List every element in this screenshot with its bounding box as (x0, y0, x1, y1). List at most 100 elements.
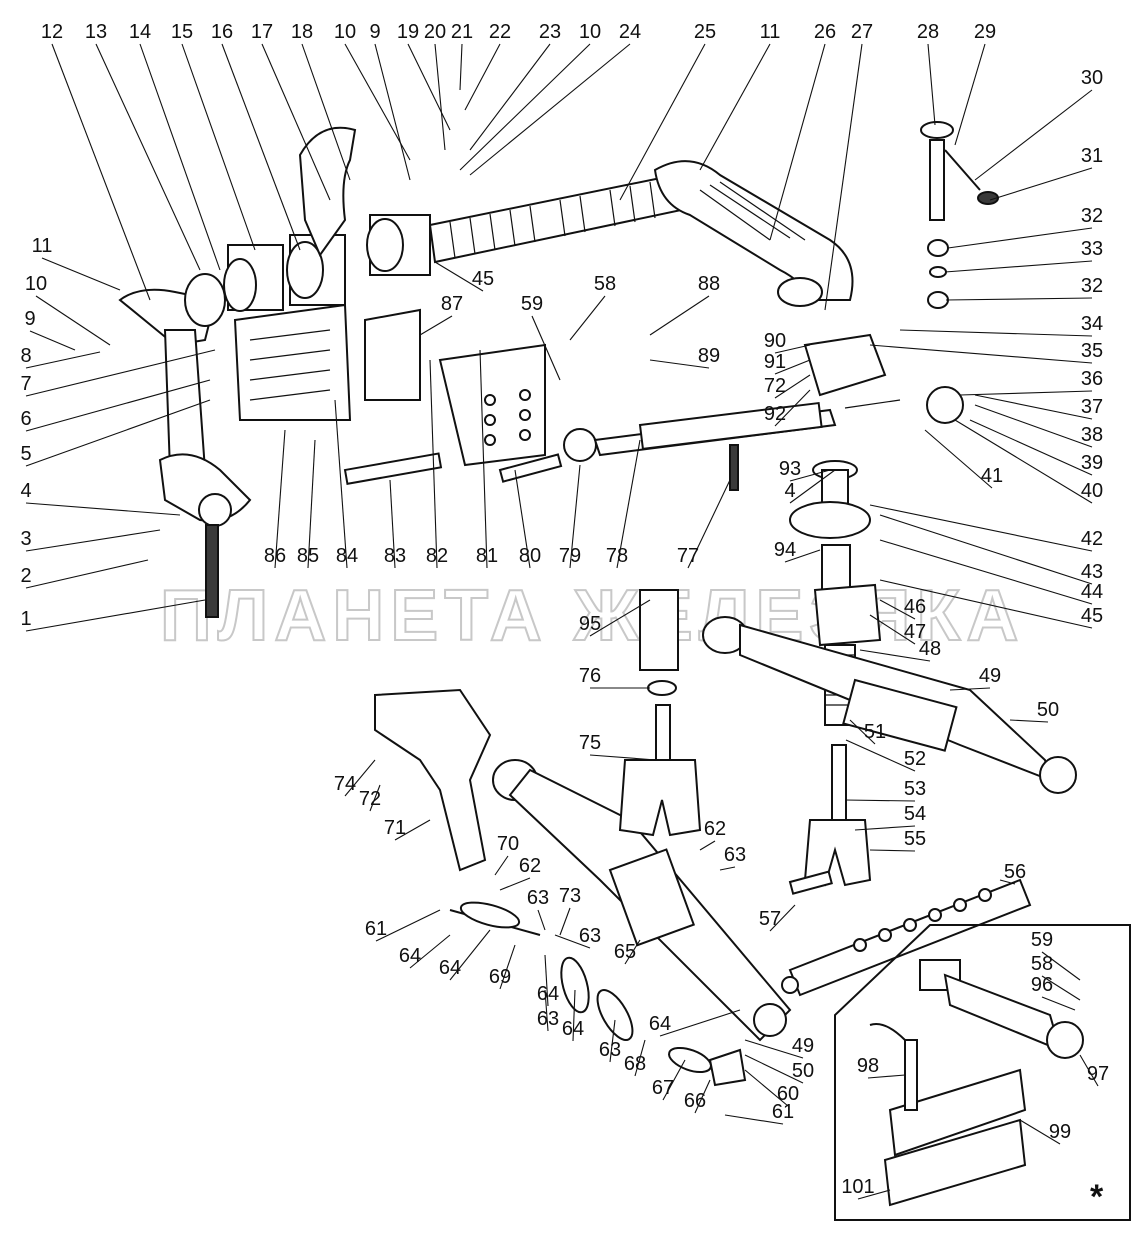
leader-line (261, 43, 331, 201)
leader-line (307, 439, 316, 569)
leader-line (609, 1019, 616, 1063)
part-callout: 36 (1081, 368, 1103, 390)
part-callout: 82 (426, 545, 448, 567)
part-callout: 65 (614, 941, 636, 963)
part-callout: 90 (764, 330, 786, 352)
part-callout: 60 (777, 1083, 799, 1105)
part-callout: 53 (904, 778, 926, 800)
part-callout: 21 (451, 21, 473, 43)
part-callout: 54 (904, 803, 926, 825)
part-callout: 29 (974, 21, 996, 43)
leader-line (449, 929, 491, 981)
part-callout: 3 (20, 528, 31, 550)
part-callout: 46 (904, 596, 926, 618)
leader-line (95, 43, 201, 271)
leader-line (25, 559, 149, 589)
part-callout: 41 (981, 465, 1003, 487)
leader-line (589, 599, 651, 637)
leader-line (499, 944, 516, 990)
inset-frame (834, 924, 1131, 1221)
leader-line (724, 1114, 784, 1125)
part-callout: 78 (606, 545, 628, 567)
part-callout: 9 (24, 308, 35, 330)
leader-line (429, 359, 438, 569)
leader-line (531, 315, 561, 381)
part-callout: 40 (1081, 480, 1103, 502)
leader-line (824, 43, 863, 311)
part-callout: 68 (624, 1053, 646, 1075)
leader-line (1041, 996, 1076, 1011)
leader-line (494, 855, 509, 876)
part-callout: 10 (334, 21, 356, 43)
leader-line (544, 989, 549, 1032)
part-callout: 98 (857, 1055, 879, 1077)
part-callout: 58 (1031, 953, 1053, 975)
leader-line (879, 514, 1093, 585)
leader-line (869, 344, 1093, 364)
part-callout: 93 (779, 458, 801, 480)
part-callout: 86 (264, 545, 286, 567)
top-link (563, 386, 964, 491)
part-callout: 67 (652, 1077, 674, 1099)
part-callout: 44 (1081, 581, 1103, 603)
leader-line (974, 89, 1093, 181)
part-callout: 48 (919, 638, 941, 660)
part-callout: 59 (521, 293, 543, 315)
part-callout: 2 (20, 565, 31, 587)
part-callout: 17 (251, 21, 273, 43)
leader-line (744, 1069, 789, 1107)
part-callout: 26 (814, 21, 836, 43)
part-callout: 56 (1004, 861, 1026, 883)
leader-line (469, 43, 551, 151)
part-callout: 85 (297, 545, 319, 567)
top-link-bracket (438, 343, 546, 467)
part-callout: 92 (764, 403, 786, 425)
mounting-brackets (233, 303, 421, 421)
part-callout: 7 (20, 373, 31, 395)
leader-line (221, 43, 301, 251)
part-callout: 47 (904, 621, 926, 643)
leader-line (464, 43, 501, 111)
part-callout: 58 (594, 273, 616, 295)
part-callout: 18 (291, 21, 313, 43)
control-lever (298, 126, 357, 258)
part-callout: 49 (792, 1035, 814, 1057)
leader-line (857, 1189, 891, 1200)
leader-line (25, 529, 161, 552)
pin-83 (343, 452, 443, 485)
part-callout: 80 (519, 545, 541, 567)
leader-line (51, 43, 151, 301)
inset-marker: * (1090, 1178, 1104, 1216)
part-callout: 9 (369, 21, 380, 43)
part-callout: 11 (760, 21, 781, 43)
leader-line (784, 549, 821, 563)
part-callout: 88 (698, 273, 720, 295)
leader-line (469, 43, 631, 176)
part-callout: 43 (1081, 561, 1103, 583)
part-callout: 8 (20, 345, 31, 367)
right-lower-link (702, 616, 1077, 794)
part-callout: 38 (1081, 424, 1103, 446)
part-callout: 42 (1081, 528, 1103, 550)
part-callout: 70 (497, 833, 519, 855)
leader-line (769, 904, 796, 932)
leader-line (29, 330, 76, 351)
part-callout: 61 (365, 918, 387, 940)
leader-line (634, 1039, 646, 1077)
leader-line (35, 295, 111, 346)
part-callout: 31 (1081, 145, 1103, 167)
part-callout: 25 (694, 21, 716, 43)
leader-line (844, 799, 916, 802)
part-callout: 84 (336, 545, 358, 567)
leader-line (409, 934, 451, 969)
part-callout: 89 (698, 345, 720, 367)
leader-line (944, 260, 1093, 273)
part-callout: 72 (359, 788, 381, 810)
leader-line (572, 989, 576, 1042)
part-callout: 34 (1081, 313, 1103, 335)
part-callout: 49 (979, 665, 1001, 687)
leader-line (899, 329, 1093, 337)
leader-line (945, 297, 1093, 301)
leader-line (989, 167, 1093, 201)
part-callout: 79 (559, 545, 581, 567)
